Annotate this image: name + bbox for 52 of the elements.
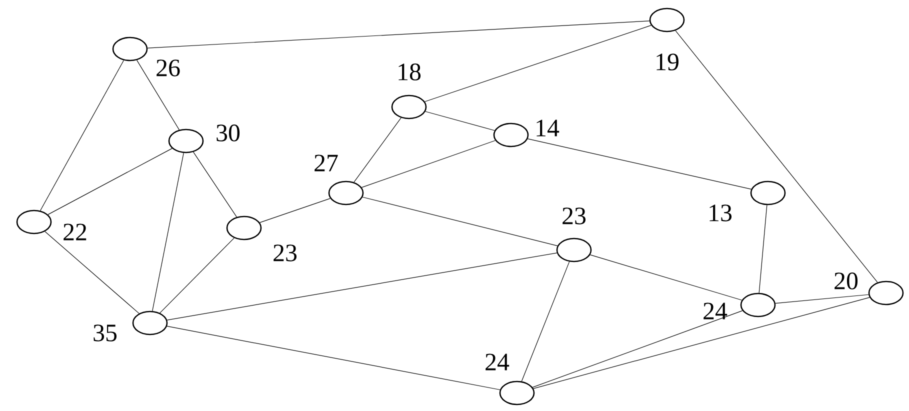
- graph-node: [16, 210, 52, 234]
- edge-line: [136, 60, 180, 130]
- edge-line: [354, 118, 402, 182]
- edge-line: [675, 30, 878, 283]
- edge-line: [533, 297, 870, 389]
- edge-line: [166, 252, 558, 320]
- edge-line: [521, 261, 570, 382]
- edge-line: [166, 326, 500, 390]
- edge-line: [193, 152, 237, 218]
- graph-node: [556, 238, 592, 262]
- node-value: 30: [216, 124, 240, 142]
- graph-node: [750, 180, 786, 206]
- edge-line: [44, 231, 140, 314]
- graph-node: [649, 8, 685, 32]
- edge-line: [775, 294, 869, 304]
- edge-line: [425, 111, 495, 131]
- edge-line: [160, 238, 234, 314]
- node-value: 18: [398, 64, 421, 80]
- edge-line: [424, 25, 652, 102]
- edge-line: [40, 60, 124, 211]
- edge-line: [758, 204, 768, 294]
- edge-line: [147, 20, 650, 48]
- node-value: 20: [834, 272, 858, 290]
- graph-node: [493, 122, 529, 148]
- edge-line: [361, 140, 496, 188]
- node-value: 35: [94, 324, 117, 342]
- node-value: 19: [656, 54, 678, 70]
- edge-line: [260, 198, 331, 223]
- edge-line: [362, 196, 558, 246]
- edge-line: [590, 254, 742, 300]
- node-value: 23: [274, 244, 297, 262]
- node-value: 23: [562, 208, 586, 224]
- graph-node: [499, 380, 535, 406]
- graph-node: [328, 180, 364, 206]
- edge-line: [152, 152, 184, 312]
- node-value: 26: [156, 60, 180, 76]
- graph-node: [391, 94, 427, 120]
- graph-node: [868, 280, 904, 306]
- graph-node: [740, 292, 776, 318]
- graph-node: [132, 310, 168, 336]
- node-value: 24: [704, 302, 728, 320]
- node-value: 22: [64, 224, 86, 240]
- graph-node: [168, 128, 204, 154]
- graph-node: [112, 36, 148, 62]
- graph-node: [226, 216, 262, 240]
- node-value: 27: [314, 154, 338, 172]
- node-value: 24: [486, 354, 510, 370]
- edge-line: [527, 138, 752, 190]
- node-value: 13: [710, 204, 732, 222]
- edge-line: [532, 310, 743, 388]
- edge-line: [48, 148, 172, 215]
- node-value: 14: [536, 120, 560, 136]
